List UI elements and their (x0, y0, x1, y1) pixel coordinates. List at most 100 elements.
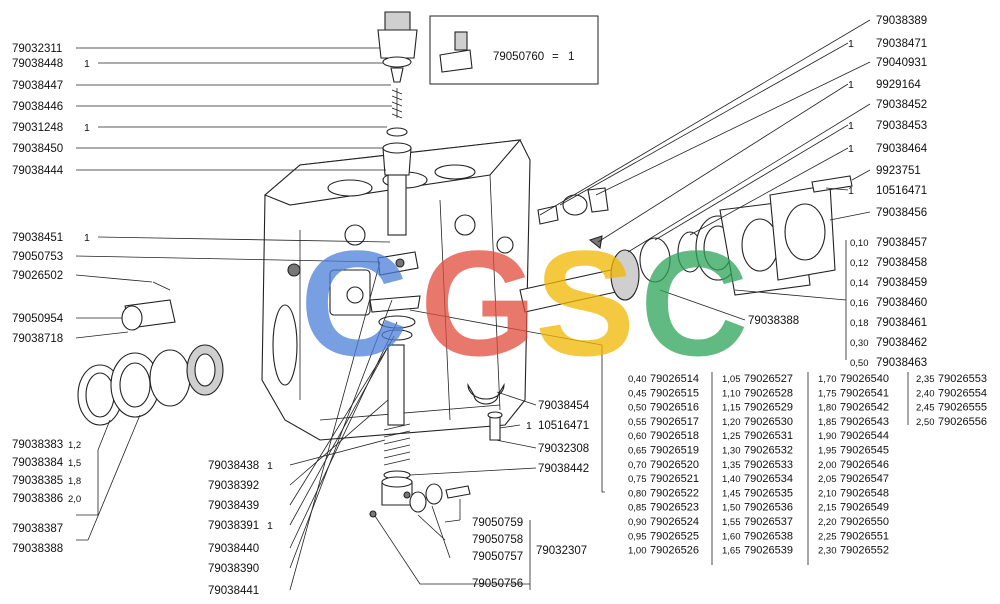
table-thickness: 0,85 (628, 503, 647, 514)
table-thickness: 2,20 (818, 517, 837, 528)
part-code-label: 9929164 (876, 79, 921, 91)
part-code-label: 79038441 (208, 585, 259, 597)
part-code-label: 79050756 (472, 578, 523, 590)
part-code-label: 79050759 (472, 517, 523, 529)
part-code-label: 79038451 (12, 232, 63, 244)
part-code-label: 79038387 (12, 523, 63, 535)
part-qty-label: 1 (848, 120, 854, 132)
table-thickness: 1,25 (722, 431, 741, 442)
part-code-label: 79038438 (208, 460, 259, 472)
table-code: 79026553 (938, 373, 987, 385)
shim-thickness-label: 0,16 (850, 298, 869, 309)
part-code-label: 79032311 (12, 43, 62, 55)
shim-thickness-label: 1,5 (68, 458, 81, 469)
part-code-label: 79038464 (876, 143, 928, 155)
part-qty-label: 1 (267, 460, 273, 472)
table-thickness: 2,25 (818, 531, 837, 542)
shim-code-label: 79038461 (876, 317, 927, 329)
table-thickness: 1,85 (818, 417, 837, 428)
table-thickness: 2,00 (818, 460, 837, 471)
table-code: 79026526 (650, 545, 699, 557)
part-code-label: 79038439 (208, 500, 259, 512)
part-qty-label: 1 (84, 232, 90, 244)
table-thickness: 2,05 (818, 474, 837, 485)
table-thickness: 1,40 (722, 474, 741, 485)
table-thickness: 1,50 (722, 503, 741, 514)
watermark-letter: S (535, 219, 635, 387)
table-thickness: 1,65 (722, 546, 741, 557)
part-code-label: 79026502 (12, 270, 63, 282)
table-code: 79026531 (744, 430, 793, 442)
shim-code-label: 79038463 (876, 357, 927, 369)
table-code: 79026543 (840, 416, 889, 428)
part-code-label: 79038454 (538, 400, 590, 412)
part-code-label: 79038391 (208, 520, 259, 532)
part-qty-label: 1 (84, 122, 90, 134)
table-code: 79026525 (650, 530, 699, 542)
table-thickness: 0,70 (628, 460, 647, 471)
part-qty-label: 1 (84, 58, 90, 70)
part-code-label: 79050758 (472, 534, 523, 546)
part-qty-label: 1 (267, 520, 273, 532)
table-code: 79026537 (744, 516, 793, 528)
part-code-label: 79038390 (208, 563, 259, 575)
part-code-label: 79038388 (12, 543, 63, 555)
table-thickness: 1,75 (818, 388, 837, 399)
table-thickness: 1,55 (722, 517, 741, 528)
table-code: 79026524 (650, 516, 699, 528)
table-thickness: 1,05 (722, 374, 741, 385)
part-qty-label: 1 (526, 420, 532, 432)
part-code-label: 79038444 (12, 165, 64, 177)
table-thickness: 2,50 (916, 417, 935, 428)
table-thickness: 1,00 (628, 546, 647, 557)
table-thickness: 0,90 (628, 517, 647, 528)
shim-thickness-label: 0,50 (850, 358, 869, 369)
table-code: 79026547 (840, 473, 889, 485)
table-code: 79026532 (744, 445, 793, 457)
table-thickness: 1,20 (722, 417, 741, 428)
table-code: 79026545 (840, 445, 889, 457)
table-code: 79026516 (650, 402, 699, 414)
table-code: 79026555 (938, 402, 987, 414)
part-code-label: 10516471 (538, 420, 589, 432)
part-code-label: 79050954 (12, 313, 64, 325)
table-thickness: 0,50 (628, 403, 647, 414)
inset-box: 79050760 = 1 (429, 15, 599, 85)
table-code: 79026552 (840, 545, 889, 557)
part-code-label: 79038388 (748, 315, 799, 327)
part-code-label: 79038392 (208, 480, 259, 492)
table-code: 79026514 (650, 373, 699, 385)
table-code: 79026538 (744, 530, 793, 542)
table-thickness: 0,45 (628, 388, 647, 399)
part-code-label: 79050753 (12, 251, 63, 263)
table-thickness: 2,30 (818, 546, 837, 557)
part-qty-label: 1 (848, 79, 854, 91)
table-thickness: 0,65 (628, 446, 647, 457)
shim-thickness-label: 0,14 (850, 278, 869, 289)
table-code: 79026517 (650, 416, 699, 428)
table-code: 79026535 (744, 487, 793, 499)
shim-code-label: 79038460 (876, 297, 927, 309)
shim-thickness-label: 0,12 (850, 258, 869, 269)
part-code-label: 10516471 (876, 185, 927, 197)
left-bottom-labels: 79038387 79038388 (12, 523, 63, 555)
part-code-label: 79050757 (472, 551, 523, 563)
table-code: 79026529 (744, 402, 793, 414)
table-thickness: 0,40 (628, 374, 647, 385)
watermark-letter: C (640, 219, 748, 387)
inset-equals: = (552, 51, 559, 63)
shim-thickness-label: 0,10 (850, 238, 869, 249)
part-code-label: 79038442 (538, 463, 589, 475)
part-code-label: 79038456 (876, 207, 927, 219)
part-code-label: 79031248 (12, 122, 63, 134)
table-code: 79026521 (650, 473, 699, 485)
table-thickness: 0,75 (628, 474, 647, 485)
table-thickness: 0,80 (628, 488, 647, 499)
table-code: 79026546 (840, 459, 889, 471)
table-thickness: 1,95 (818, 446, 837, 457)
